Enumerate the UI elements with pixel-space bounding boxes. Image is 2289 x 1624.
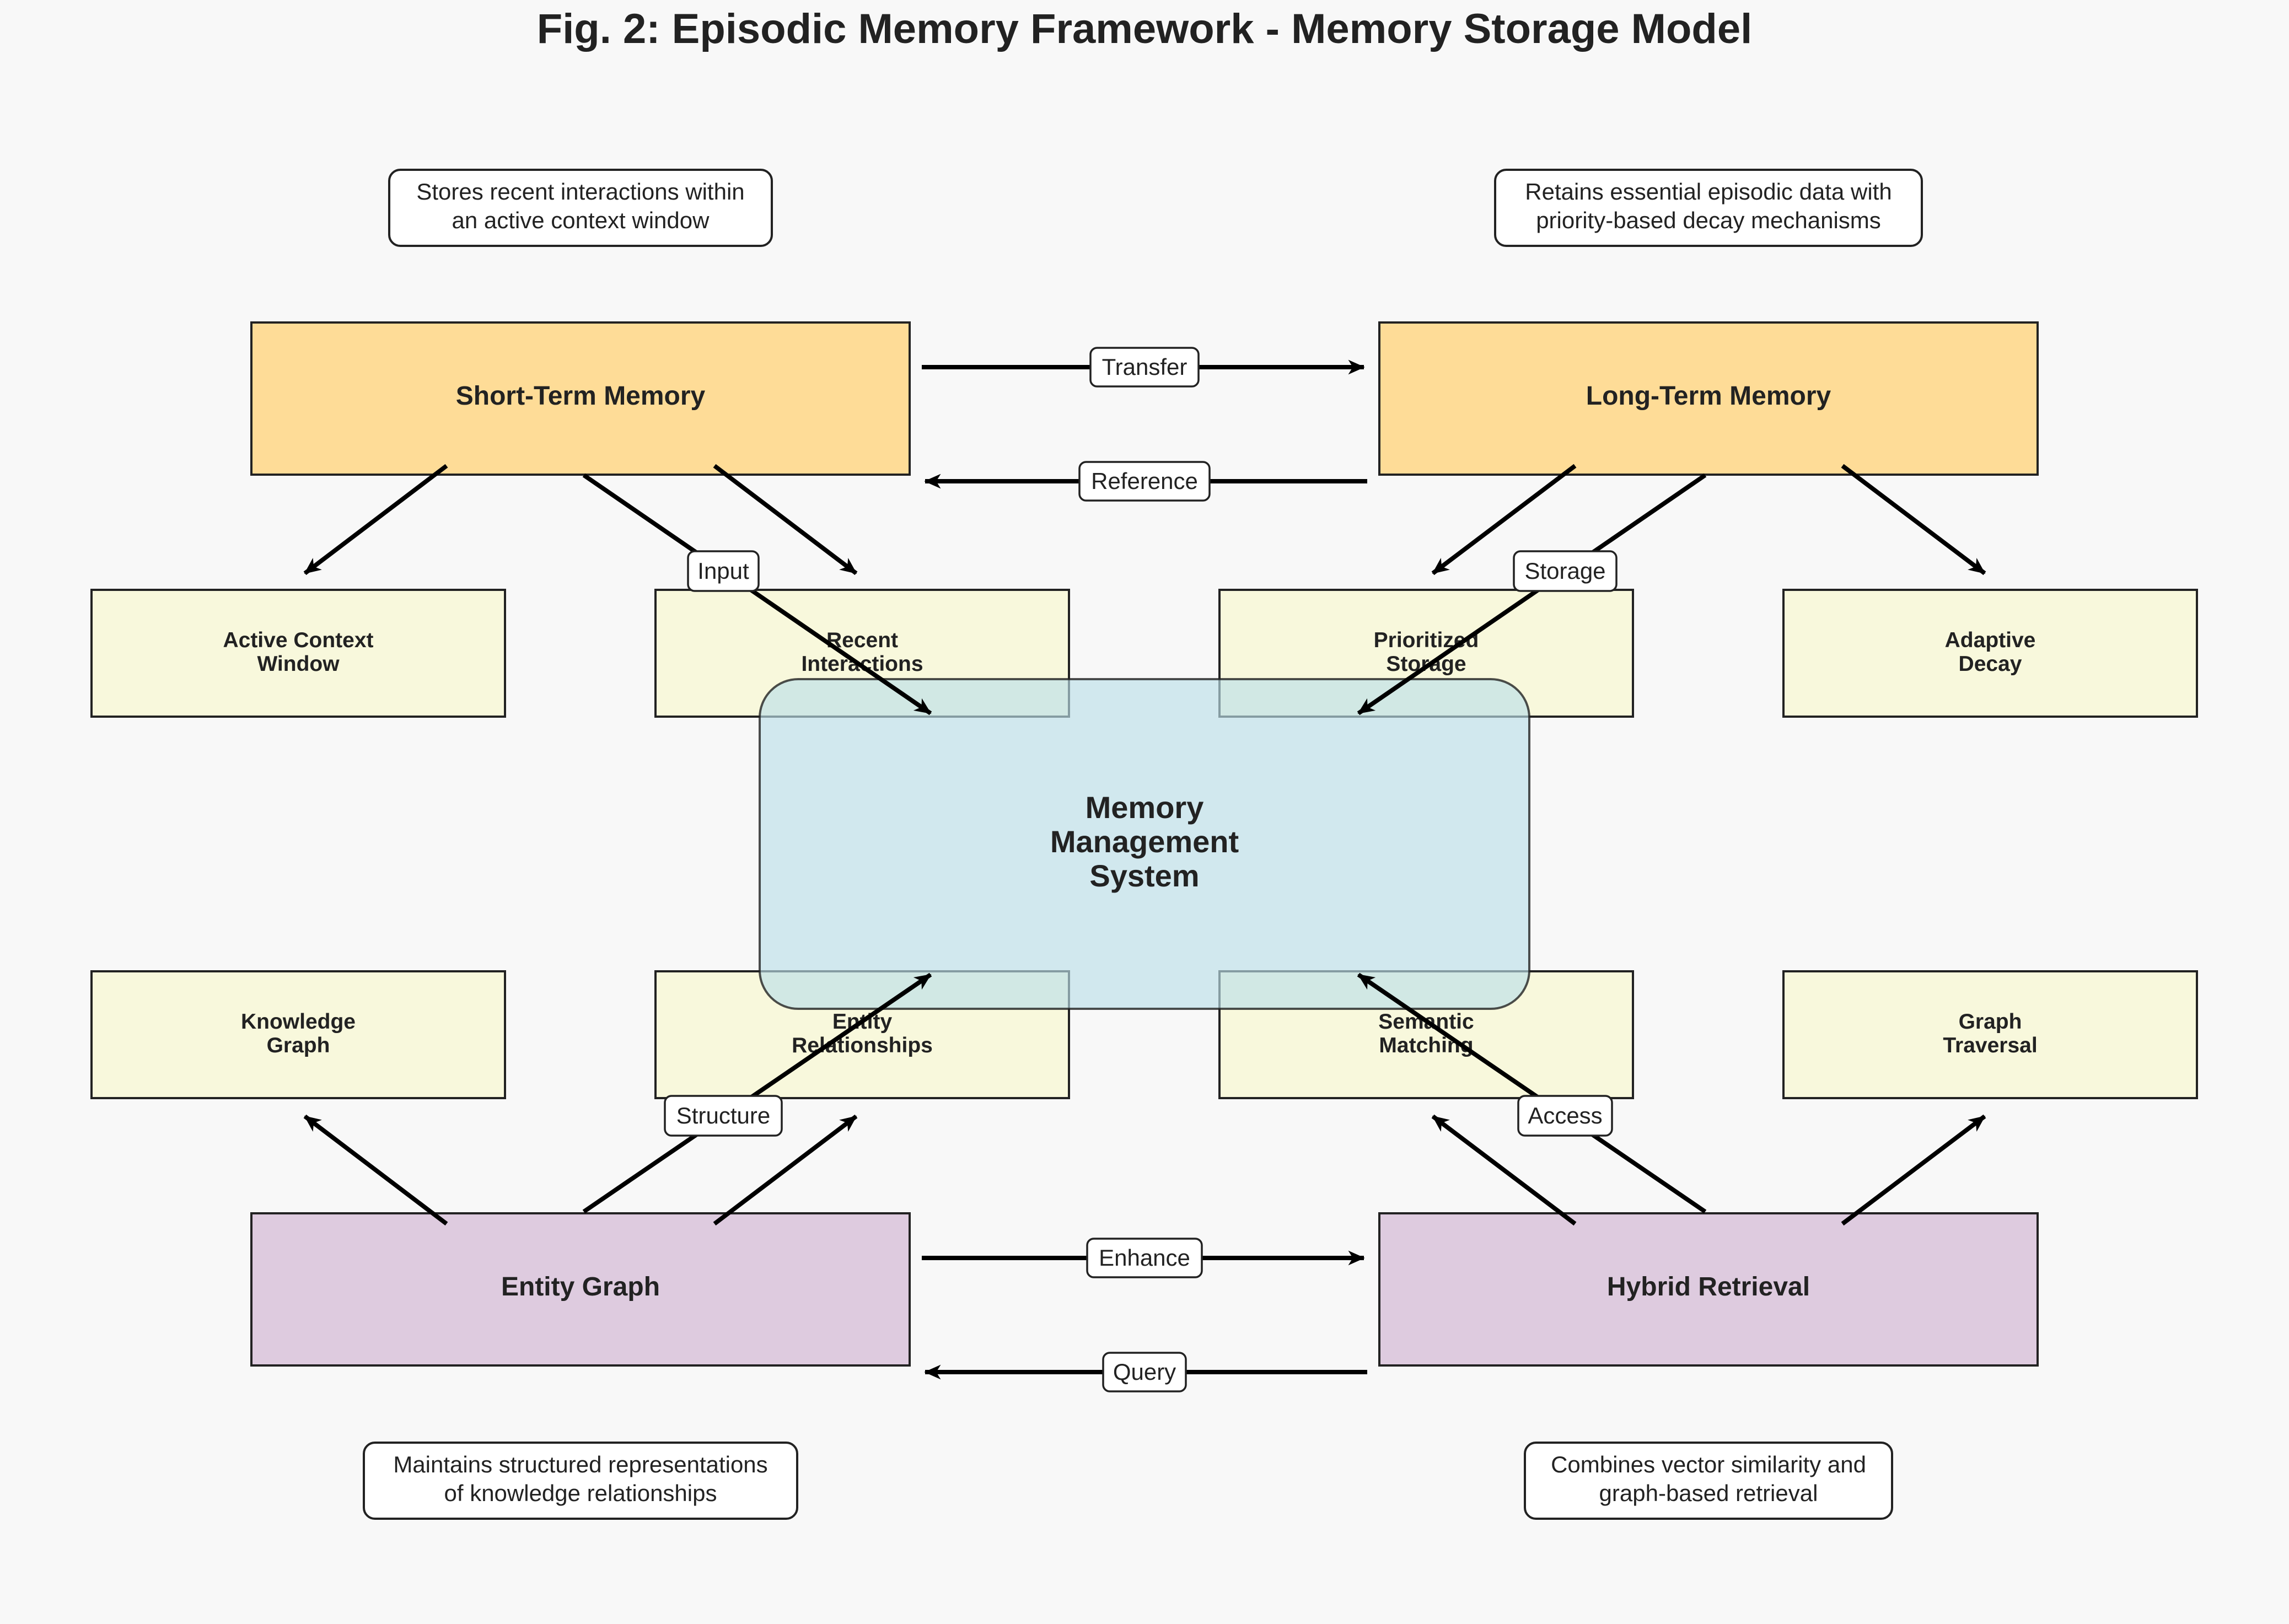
arrow (1841, 464, 1986, 576)
component-label: Adaptive (1945, 628, 2036, 652)
arrow (1841, 1114, 1986, 1226)
structure-label: Structure (676, 1103, 770, 1128)
note-hybrid-retrieval: Combines vector similarity and graph-bas… (1524, 1442, 1893, 1520)
storage-arrow (1357, 473, 1707, 716)
long-term-memory-label: Long-Term Memory (1586, 381, 1831, 411)
entity-graph-label: Entity Graph (501, 1272, 660, 1302)
label-structure: Structure (664, 1095, 783, 1137)
query-label: Query (1113, 1359, 1176, 1385)
label-reference: Reference (1078, 461, 1211, 502)
note-line: Combines vector similarity and (1551, 1451, 1866, 1477)
input-label: Input (697, 558, 749, 584)
label-transfer: Transfer (1089, 347, 1200, 388)
component-knowledge-graph: Knowledge Graph (90, 970, 506, 1099)
note-entity-graph: Maintains structured representations of … (363, 1442, 798, 1520)
center-label: Management (1050, 824, 1239, 859)
enhance-label: Enhance (1099, 1245, 1190, 1271)
short-term-memory-box: Short-Term Memory (250, 321, 911, 476)
transfer-label: Transfer (1102, 354, 1188, 380)
branch-arrows (303, 464, 1986, 1226)
component-label: Graph (267, 1034, 330, 1057)
note-line: Retains essential episodic data with (1525, 179, 1892, 205)
label-enhance: Enhance (1086, 1238, 1203, 1278)
note-line: an active context window (452, 207, 710, 233)
component-label: Active Context (223, 628, 373, 652)
access-label: Access (1528, 1103, 1602, 1128)
hybrid-retrieval-box: Hybrid Retrieval (1378, 1212, 2039, 1367)
hybrid-retrieval-label: Hybrid Retrieval (1607, 1272, 1810, 1302)
figure-title: Fig. 2: Episodic Memory Framework - Memo… (537, 6, 1752, 52)
entity-graph-box: Entity Graph (250, 1212, 911, 1367)
component-label: Matching (1379, 1034, 1473, 1057)
arrow (303, 464, 448, 576)
arrow (713, 464, 858, 576)
arrow (713, 1114, 858, 1226)
center-label: Memory (1086, 790, 1204, 825)
component-label: Knowledge (241, 1010, 356, 1034)
storage-label: Storage (1524, 558, 1605, 584)
component-adaptive-decay: Adaptive Decay (1782, 589, 2198, 718)
note-line: priority-based decay mechanisms (1536, 207, 1881, 233)
memory-management-system: Memory Management System (759, 678, 1530, 1010)
component-label: Graph (1959, 1010, 2022, 1034)
center-label: System (1089, 858, 1199, 893)
note-line: Maintains structured representations (393, 1451, 767, 1477)
label-storage: Storage (1513, 550, 1618, 592)
label-query: Query (1102, 1352, 1187, 1392)
note-line: graph-based retrieval (1599, 1480, 1818, 1506)
arrow (1431, 464, 1577, 576)
note-long-term: Retains essential episodic data with pri… (1494, 169, 1923, 247)
component-graph-traversal: Graph Traversal (1782, 970, 2198, 1099)
component-label: Window (257, 652, 340, 676)
center-arrows (582, 473, 1707, 1214)
access-arrow (1357, 972, 1707, 1214)
component-label: Traversal (1943, 1034, 2037, 1057)
component-active-context-window: Active Context Window (90, 589, 506, 718)
short-term-memory-label: Short-Term Memory (456, 381, 706, 411)
label-input: Input (687, 550, 760, 592)
input-arrow (582, 473, 932, 716)
note-line: of knowledge relationships (444, 1480, 717, 1506)
arrow (303, 1114, 448, 1226)
structure-arrow (582, 972, 932, 1214)
arrow (1431, 1114, 1577, 1226)
note-line: Stores recent interactions within (416, 179, 744, 205)
component-label: Storage (1386, 652, 1466, 676)
long-term-memory-box: Long-Term Memory (1378, 321, 2039, 476)
component-label: Decay (1959, 652, 2022, 676)
reference-label: Reference (1091, 468, 1198, 494)
label-access: Access (1517, 1095, 1613, 1137)
note-short-term: Stores recent interactions within an act… (388, 169, 773, 247)
